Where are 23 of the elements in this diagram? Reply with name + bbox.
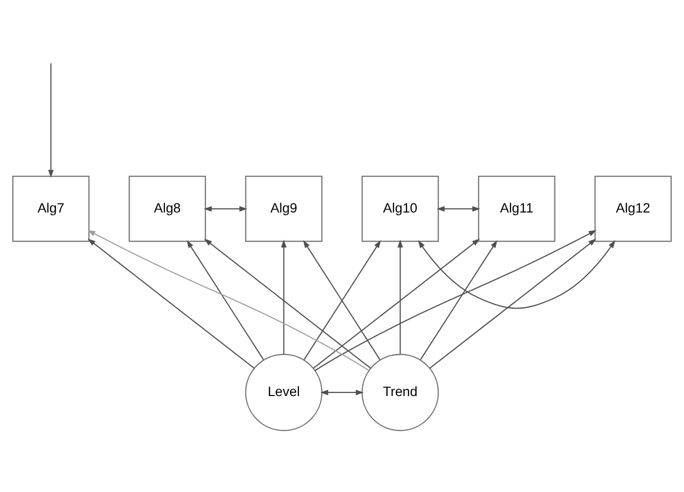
arrow <box>436 206 480 212</box>
arrow <box>314 229 597 370</box>
arrow <box>418 240 616 308</box>
node-box: Alg12 <box>594 175 672 242</box>
arrow <box>48 62 54 178</box>
arrow <box>87 229 370 370</box>
node-box: Alg11 <box>478 175 556 242</box>
arrow <box>320 389 364 395</box>
arrow <box>397 239 403 354</box>
node-circle: Level <box>245 353 322 431</box>
node-box: Alg8 <box>128 175 206 242</box>
arrow <box>88 238 255 368</box>
node-box: Alg10 <box>362 175 439 242</box>
node-box: Alg9 <box>245 175 322 242</box>
arrow <box>204 206 248 212</box>
node-circle: Trend <box>362 353 439 431</box>
arrow <box>186 240 264 360</box>
arrow <box>281 239 287 354</box>
arrow <box>429 238 596 368</box>
arrow <box>312 238 480 368</box>
arrow <box>204 238 372 368</box>
arrow <box>420 240 498 360</box>
node-box: Alg7 <box>12 175 90 242</box>
